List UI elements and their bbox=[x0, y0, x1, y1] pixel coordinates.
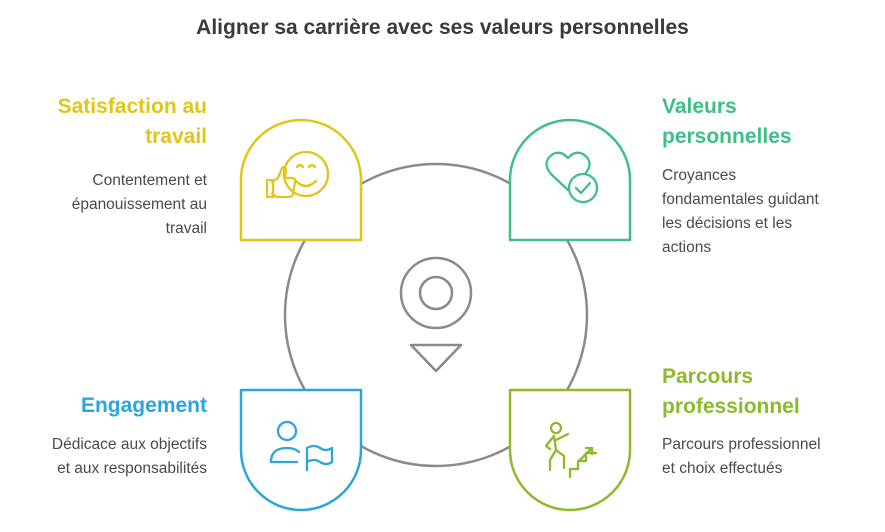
node-engagement-title: Engagement bbox=[20, 391, 207, 421]
node-parcours-title: Parcours professionnel bbox=[662, 362, 872, 422]
node-engagement-shape bbox=[239, 388, 363, 512]
node-satisfaction-desc-line1: Contentement et bbox=[92, 172, 207, 189]
location-pin-icon bbox=[399, 256, 473, 373]
node-parcours-desc: Parcours professionnel et choix effectué… bbox=[662, 433, 877, 481]
node-satisfaction-title-line2: travail bbox=[145, 125, 207, 148]
node-parcours-title-line2: professionnel bbox=[662, 395, 800, 418]
diagram-title: Aligner sa carrière avec ses valeurs per… bbox=[196, 16, 689, 39]
node-valeurs-title-line2: personnelles bbox=[662, 125, 792, 148]
person-climbing-stairs-icon bbox=[544, 421, 598, 479]
node-parcours-shape bbox=[508, 388, 632, 512]
node-valeurs-shape bbox=[508, 118, 632, 242]
node-satisfaction-desc: Contentement et épanouissement au travai… bbox=[20, 169, 207, 241]
node-engagement-desc: Dédicace aux objectifs et aux responsabi… bbox=[10, 433, 207, 481]
node-valeurs-title: Valeurs personnelles bbox=[662, 92, 872, 152]
node-valeurs-desc-line3: les décisions et les bbox=[662, 215, 793, 232]
node-parcours-title-line1: Parcours bbox=[662, 365, 754, 388]
node-satisfaction-shape bbox=[239, 118, 363, 242]
node-valeurs-desc: Croyances fondamentales guidant les déci… bbox=[662, 164, 877, 260]
node-valeurs-desc-line4: actions bbox=[662, 239, 712, 256]
node-satisfaction-desc-line3: travail bbox=[165, 220, 207, 237]
node-engagement-title-line1: Engagement bbox=[80, 394, 207, 417]
node-valeurs-title-line1: Valeurs bbox=[662, 95, 737, 118]
node-satisfaction-title: Satisfaction au travail bbox=[20, 92, 207, 152]
smiley-thumbs-up-icon bbox=[265, 150, 330, 199]
center-ring bbox=[283, 162, 589, 468]
node-parcours-desc-line2: et choix effectués bbox=[662, 460, 783, 477]
node-satisfaction-title-line1: Satisfaction au bbox=[57, 95, 207, 118]
node-valeurs-desc-line2: fondamentales guidant bbox=[662, 191, 819, 208]
node-engagement-desc-line1: Dédicace aux objectifs bbox=[51, 436, 207, 453]
person-flag-icon bbox=[269, 420, 334, 472]
heart-check-icon bbox=[545, 151, 599, 204]
node-valeurs-desc-line1: Croyances bbox=[662, 167, 737, 184]
node-parcours-desc-line1: Parcours professionnel bbox=[662, 436, 821, 453]
node-engagement-desc-line2: et aux responsabilités bbox=[57, 460, 207, 477]
node-satisfaction-desc-line2: épanouissement au bbox=[71, 196, 207, 213]
